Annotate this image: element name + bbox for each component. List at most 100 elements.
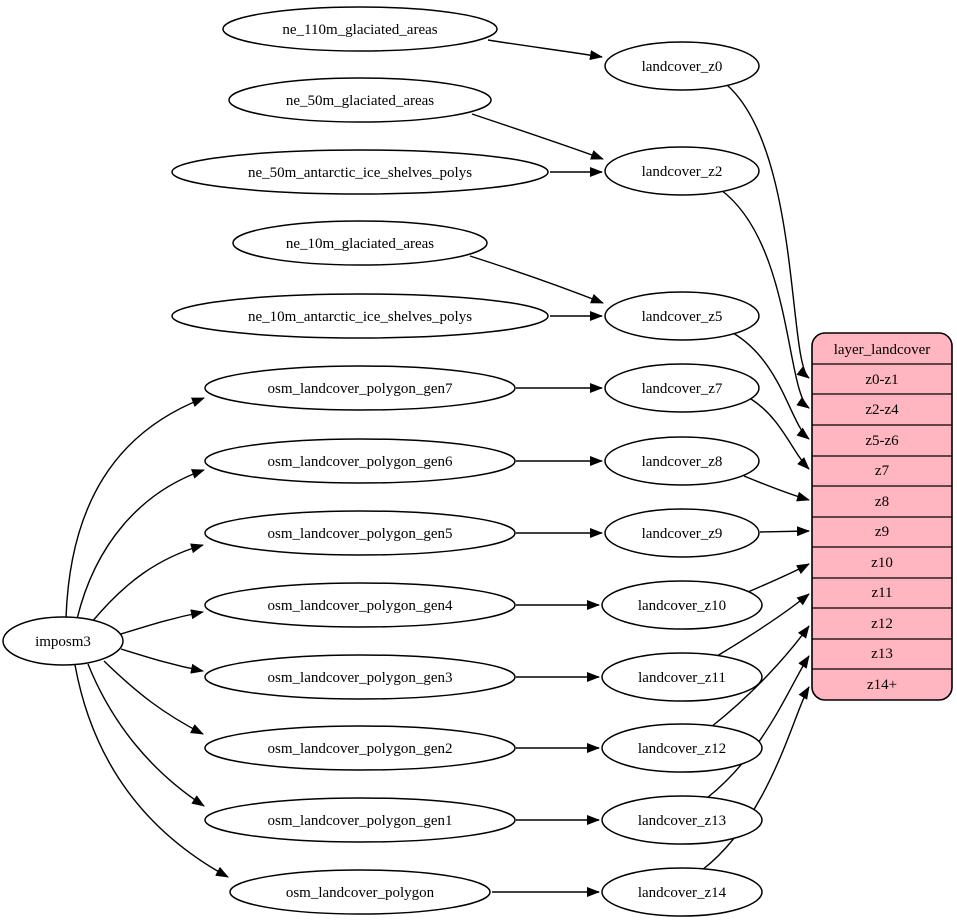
- node-label-landcover_z12: landcover_z12: [638, 741, 726, 757]
- node-label-imposm3: imposm3: [35, 634, 91, 650]
- ellipse-shape: [204, 725, 516, 771]
- table-title: layer_landcover: [834, 342, 931, 358]
- edge-imposm3-osm_landcover_polygon_gen5: [90, 543, 204, 624]
- edge-imposm3-osm_landcover_polygon_gen4: [120, 609, 204, 635]
- node-label-osm_landcover_polygon_gen1: osm_landcover_polygon_gen1: [268, 813, 453, 829]
- node-landcover_z14: landcover_z14: [601, 867, 763, 917]
- edge-landcover_z0-row-z0-z1: [726, 84, 810, 379]
- ellipse-shape: [204, 438, 516, 484]
- ellipse-shape: [2, 616, 124, 666]
- node-label-ne_50m_glaciated_areas: ne_50m_glaciated_areas: [286, 93, 434, 109]
- ellipse-shape: [601, 795, 763, 845]
- node-landcover_z10: landcover_z10: [601, 580, 763, 630]
- node-imposm3: imposm3: [2, 616, 124, 666]
- table-row-z0-z1: z0-z1: [865, 372, 898, 388]
- node-osm_landcover_polygon: osm_landcover_polygon: [229, 869, 491, 915]
- node-label-landcover_z7: landcover_z7: [642, 381, 723, 397]
- table-row-z14plus: z14+: [867, 677, 897, 693]
- table-row-z13: z13: [871, 646, 893, 662]
- edge-ne_10m_glaciated_areas-landcover_z5: [469, 255, 604, 304]
- ellipse-shape: [229, 869, 491, 915]
- edge-imposm3-osm_landcover_polygon: [74, 664, 229, 878]
- edge-ne_50m_glaciated_areas-landcover_z2: [471, 113, 604, 160]
- table-layer_landcover: layer_landcover z0-z1 z2-z4 z5-z6 z7 z8 …: [811, 332, 953, 701]
- node-osm_landcover_polygon_gen2: osm_landcover_polygon_gen2: [204, 725, 516, 771]
- node-landcover_z13: landcover_z13: [601, 795, 763, 845]
- node-landcover_z5: landcover_z5: [604, 291, 760, 341]
- edge-landcover_z9-row-z9: [759, 526, 810, 537]
- node-label-landcover_z5: landcover_z5: [642, 309, 723, 325]
- node-landcover_z0: landcover_z0: [604, 41, 760, 91]
- node-landcover_z12: landcover_z12: [601, 723, 763, 773]
- node-ne_10m_antarctic_ice_shelves_polys: ne_10m_antarctic_ice_shelves_polys: [171, 293, 549, 339]
- table-row-z7: z7: [875, 463, 890, 479]
- ellipse-shape: [204, 797, 516, 843]
- node-label-osm_landcover_polygon_gen5: osm_landcover_polygon_gen5: [268, 526, 453, 542]
- ellipse-shape: [601, 723, 763, 773]
- ellipse-shape: [604, 41, 760, 91]
- node-ne_10m_glaciated_areas: ne_10m_glaciated_areas: [232, 220, 488, 266]
- node-label-ne_110m_glaciated_areas: ne_110m_glaciated_areas: [282, 22, 437, 38]
- node-label-landcover_z8: landcover_z8: [642, 454, 723, 470]
- node-ne_110m_glaciated_areas: ne_110m_glaciated_areas: [222, 6, 498, 52]
- ellipse-shape: [204, 654, 516, 700]
- edge-imposm3-osm_landcover_polygon_gen7: [65, 397, 205, 619]
- edge-landcover_z5-row-z5-z6: [732, 332, 810, 440]
- edge-landcover_z2-row-z2-z4: [720, 189, 810, 409]
- ellipse-shape: [604, 146, 760, 196]
- ellipse-shape: [204, 510, 516, 556]
- node-label-landcover_z10: landcover_z10: [638, 598, 726, 614]
- table-row-z2-z4: z2-z4: [865, 402, 899, 418]
- edge-landcover_z8-row-z8: [743, 475, 810, 502]
- ellipse-shape: [204, 365, 516, 411]
- table-row-z9: z9: [875, 524, 889, 540]
- node-ne_50m_antarctic_ice_shelves_polys: ne_50m_antarctic_ice_shelves_polys: [171, 149, 549, 195]
- ellipse-shape: [601, 652, 763, 702]
- ellipse-shape: [604, 291, 760, 341]
- node-label-ne_10m_glaciated_areas: ne_10m_glaciated_areas: [286, 236, 434, 252]
- edge-landcover_z13-row-z13: [706, 655, 810, 799]
- node-label-osm_landcover_polygon_gen4: osm_landcover_polygon_gen4: [268, 598, 453, 614]
- node-landcover_z8: landcover_z8: [604, 436, 760, 486]
- node-label-osm_landcover_polygon_gen3: osm_landcover_polygon_gen3: [268, 670, 453, 686]
- edge-landcover_z10-row-z10: [747, 563, 810, 593]
- node-label-osm_landcover_polygon: osm_landcover_polygon: [286, 885, 435, 901]
- table-row-z12: z12: [871, 616, 893, 632]
- ellipse-shape: [604, 508, 760, 558]
- ellipse-shape: [171, 149, 549, 195]
- node-label-ne_50m_antarctic_ice_shelves_polys: ne_50m_antarctic_ice_shelves_polys: [248, 165, 472, 181]
- ellipse-shape: [604, 436, 760, 486]
- table-row-z10: z10: [871, 555, 893, 571]
- ellipse-shape: [601, 867, 763, 917]
- edge-landcover_z11-row-z11: [716, 593, 810, 657]
- node-osm_landcover_polygon_gen1: osm_landcover_polygon_gen1: [204, 797, 516, 843]
- edge-imposm3-osm_landcover_polygon_gen2: [103, 660, 204, 735]
- node-landcover_z2: landcover_z2: [604, 146, 760, 196]
- node-landcover_z9: landcover_z9: [604, 508, 760, 558]
- node-label-landcover_z2: landcover_z2: [642, 164, 723, 180]
- ellipse-shape: [171, 293, 549, 339]
- edge-layer: [65, 39, 810, 897]
- ellipse-shape: [222, 6, 498, 52]
- ellipse-shape: [204, 582, 516, 628]
- edge-landcover_z7-row-z7: [750, 398, 810, 470]
- node-label-landcover_z13: landcover_z13: [638, 813, 726, 829]
- node-label-landcover_z9: landcover_z9: [642, 526, 723, 542]
- node-landcover_z7: landcover_z7: [604, 363, 760, 413]
- node-label-landcover_z11: landcover_z11: [638, 670, 726, 686]
- node-label-osm_landcover_polygon_gen2: osm_landcover_polygon_gen2: [268, 741, 453, 757]
- node-osm_landcover_polygon_gen5: osm_landcover_polygon_gen5: [204, 510, 516, 556]
- ellipse-shape: [232, 220, 488, 266]
- node-label-ne_10m_antarctic_ice_shelves_polys: ne_10m_antarctic_ice_shelves_polys: [248, 309, 472, 325]
- edge-landcover_z14-row-z14plus: [701, 686, 810, 871]
- node-osm_landcover_polygon_gen3: osm_landcover_polygon_gen3: [204, 654, 516, 700]
- node-osm_landcover_polygon_gen4: osm_landcover_polygon_gen4: [204, 582, 516, 628]
- node-ne_50m_glaciated_areas: ne_50m_glaciated_areas: [228, 77, 492, 123]
- edge-imposm3-osm_landcover_polygon_gen3: [120, 648, 204, 674]
- node-label-landcover_z14: landcover_z14: [638, 885, 727, 901]
- node-label-osm_landcover_polygon_gen7: osm_landcover_polygon_gen7: [268, 381, 453, 397]
- node-osm_landcover_polygon_gen7: osm_landcover_polygon_gen7: [204, 365, 516, 411]
- table-row-z8: z8: [875, 494, 889, 510]
